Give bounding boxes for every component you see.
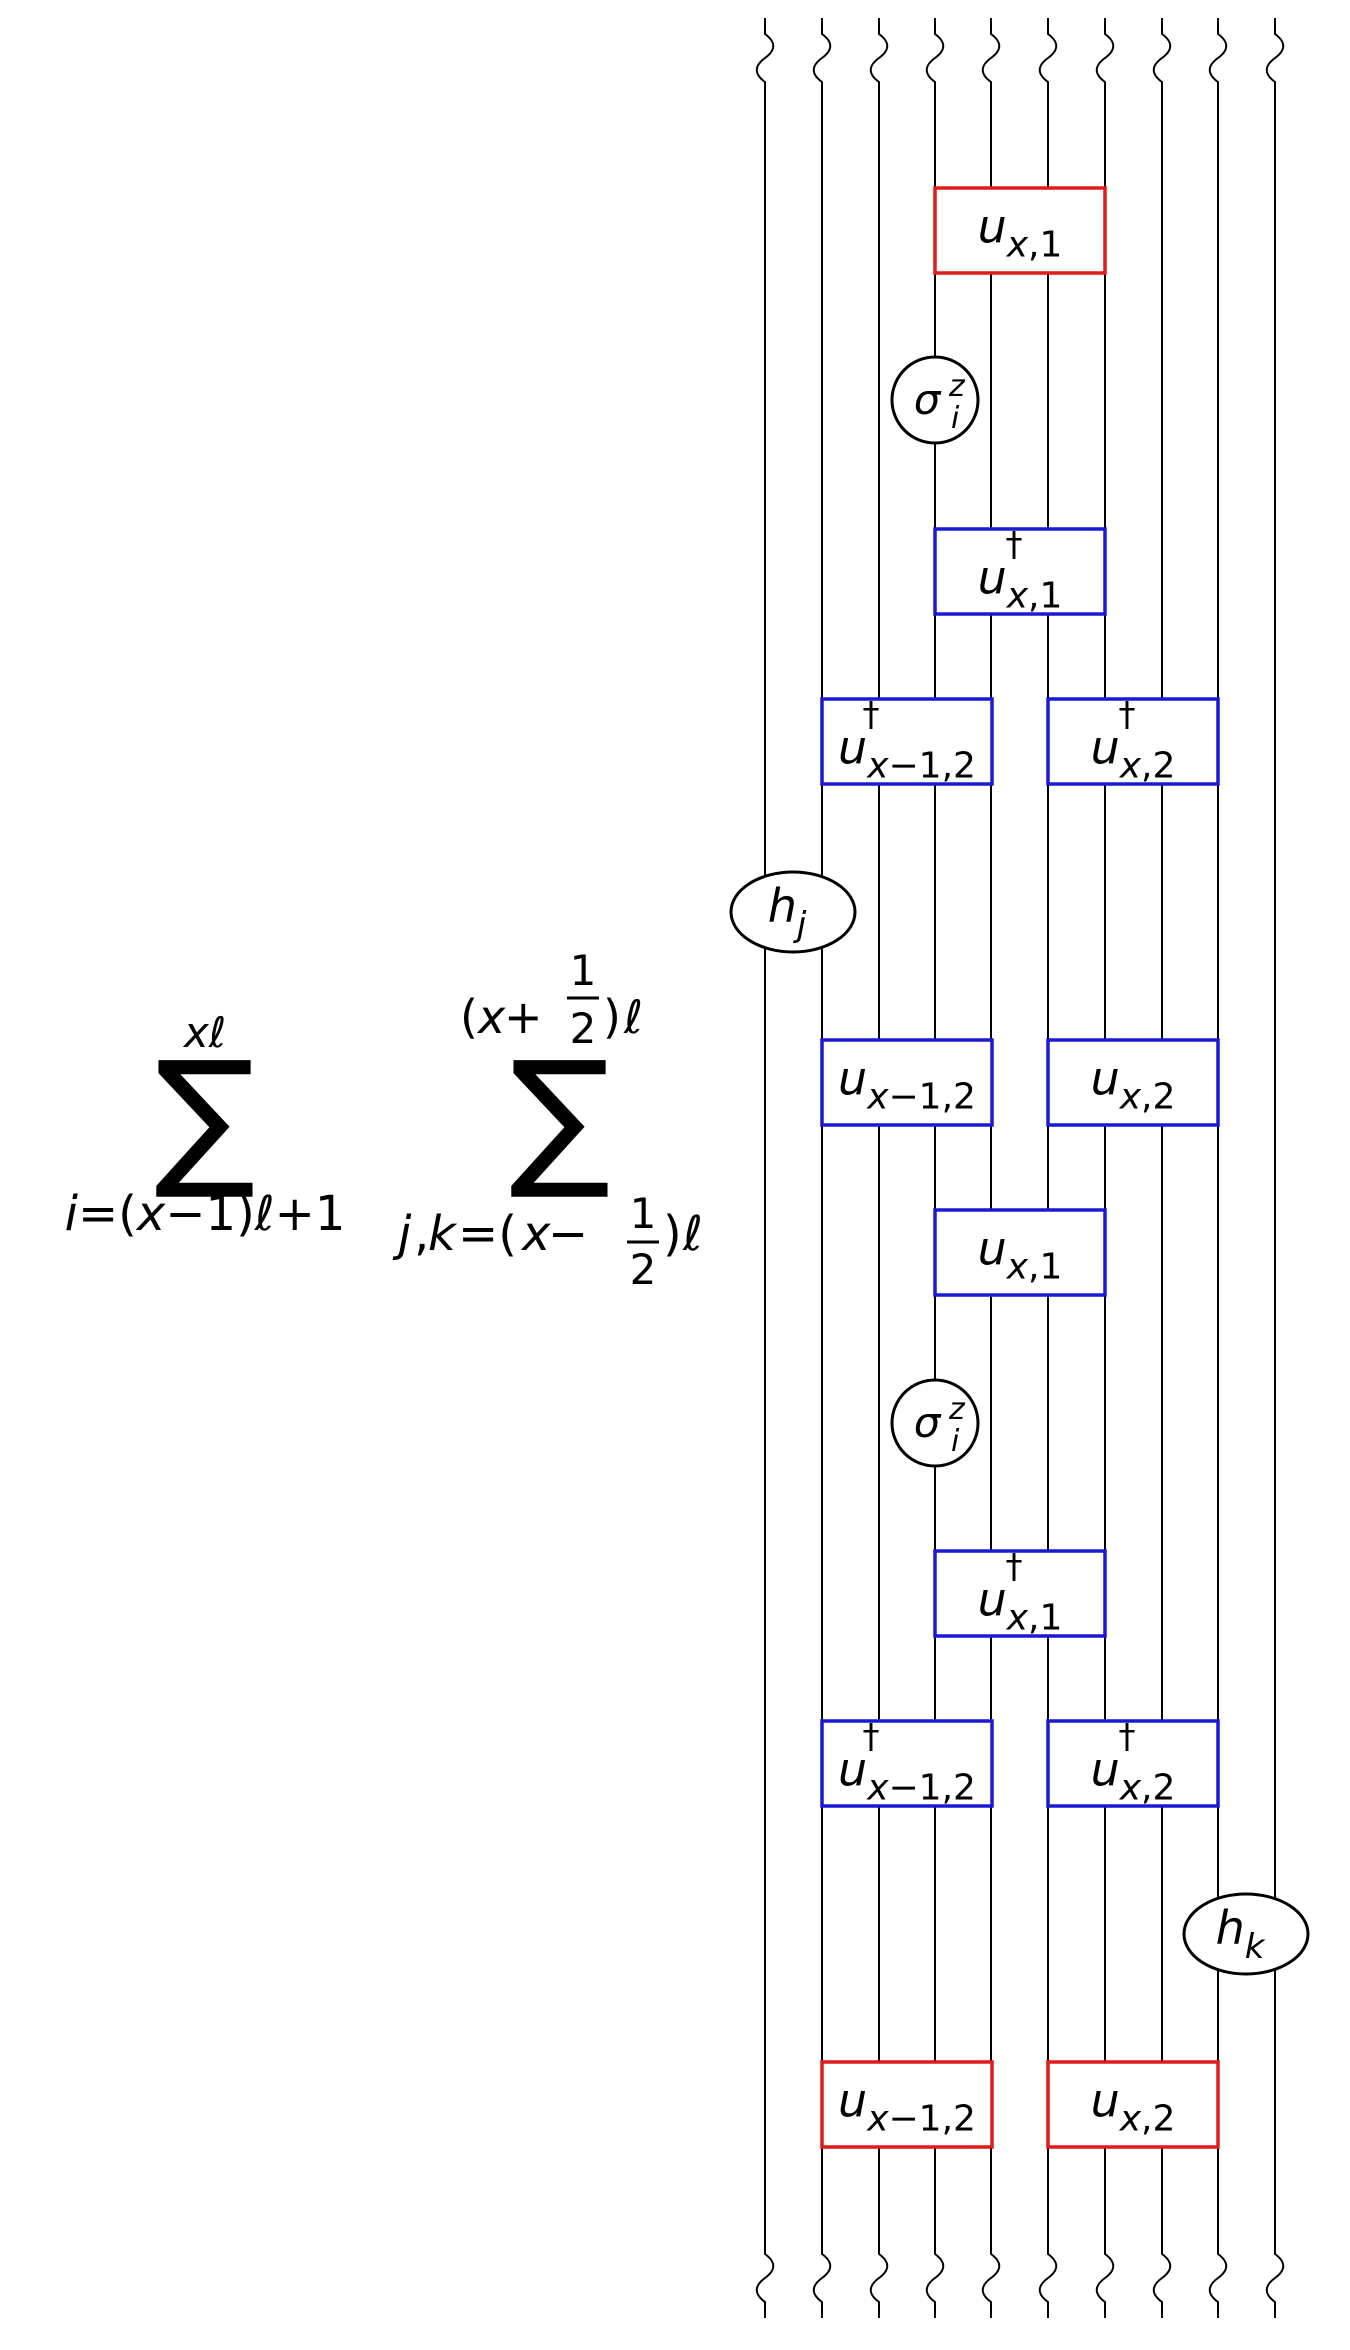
gate-label: ux,1 <box>978 1573 1063 1639</box>
gate-box <box>1046 1719 1220 1808</box>
wire-4 <box>925 18 945 2318</box>
sum-jk-symbol: ∑ <box>509 1030 610 1204</box>
gate-ellipse <box>1182 1892 1310 1976</box>
gate-h-k: hk <box>1182 1892 1310 1976</box>
wire-3 <box>869 18 889 2318</box>
gate-udag-xm1-2: ux−1,2† <box>820 1717 994 1809</box>
gate-sub: i <box>951 401 960 436</box>
gate-udag-xm1-2: ux−1,2† <box>820 695 994 787</box>
gate-ellipse <box>729 870 857 954</box>
gate-udag-x-2: ux,2† <box>1046 1717 1220 1809</box>
dagger-mark: † <box>863 1717 880 1757</box>
gate-u-x-1: ux,1 <box>933 1208 1107 1297</box>
gate-sub: i <box>951 1424 960 1459</box>
gate-box <box>820 697 994 786</box>
gate-label: ux,1 <box>978 200 1063 266</box>
svg-text:2: 2 <box>570 1004 597 1053</box>
wire-5 <box>981 18 1001 2318</box>
gate-label: ux,2 <box>1091 1743 1176 1809</box>
svg-text:): ) <box>663 1206 682 1262</box>
gate-label: hk <box>1216 1901 1266 1967</box>
svg-text:−: − <box>548 1206 588 1262</box>
gate-label: ux,1 <box>978 551 1063 617</box>
gate-label: hj <box>768 879 807 945</box>
svg-text:x: x <box>476 990 506 1044</box>
dagger-mark: † <box>863 695 880 735</box>
sum-i-symbol: ∑ <box>154 1030 255 1204</box>
gate-sup: z <box>948 369 966 404</box>
gate-u-x-1: ux,1 <box>933 186 1107 275</box>
dagger-mark: † <box>1119 695 1136 735</box>
svg-text:j: j <box>392 1206 412 1262</box>
svg-text:k: k <box>428 1206 458 1262</box>
gate-label: ux,2 <box>1091 1052 1176 1118</box>
gate-box <box>820 2060 994 2149</box>
gate-u-x-2: ux,2 <box>1046 1038 1220 1127</box>
gate-ellipse <box>890 1378 980 1468</box>
gate-label: ux,2 <box>1091 721 1176 787</box>
dagger-mark: † <box>1006 525 1023 565</box>
sum-jk-upper: ( x + 1 2 ) ℓ <box>460 946 643 1053</box>
gate-label: ux−1,2 <box>838 1743 976 1809</box>
dagger-mark: † <box>1006 1547 1023 1587</box>
sum-jk-lower: j , k =( x − 1 2 ) ℓ <box>392 1189 703 1294</box>
gate-box <box>933 527 1107 616</box>
svg-text:2: 2 <box>630 1245 657 1294</box>
sum-i-upper: xℓ <box>182 1008 226 1057</box>
wire-10 <box>1265 18 1285 2318</box>
svg-text:ℓ: ℓ <box>682 1206 703 1262</box>
sum-i: xℓ ∑ i=(x−1)ℓ+1 <box>65 1008 346 1242</box>
gate-udag-x-2: ux,2† <box>1046 695 1220 787</box>
gate-box <box>1046 697 1220 786</box>
svg-text:+: + <box>504 990 543 1044</box>
wire-7 <box>1095 18 1115 2318</box>
wire-1 <box>755 18 775 2318</box>
gate-label: ux,1 <box>978 1222 1063 1288</box>
gate-box <box>933 1549 1107 1638</box>
gate-box <box>933 186 1107 275</box>
gate-h-j: hj <box>729 870 857 954</box>
gate-label: ux,2 <box>1091 2074 1176 2140</box>
wire-6 <box>1038 18 1058 2318</box>
gate-box <box>820 1038 994 1127</box>
svg-text:x: x <box>520 1206 551 1262</box>
gate-box <box>1046 2060 1220 2149</box>
gate-u-xm1-2: ux−1,2 <box>820 2060 994 2149</box>
gate-box <box>1046 1038 1220 1127</box>
gate-udag-x-1: ux,1† <box>933 1547 1107 1639</box>
svg-text:=(: =( <box>458 1206 517 1262</box>
gate-u-xm1-2: ux−1,2 <box>820 1038 994 1127</box>
wires <box>755 18 1285 2318</box>
gate-box <box>933 1208 1107 1297</box>
sum-jk: ( x + 1 2 ) ℓ ∑ j , k =( x − 1 2 ) ℓ <box>392 946 703 1294</box>
svg-text:1: 1 <box>570 946 597 995</box>
gate-udag-x-1: ux,1† <box>933 525 1107 617</box>
dagger-mark: † <box>1119 1717 1136 1757</box>
gate-label: ux−1,2 <box>838 2074 976 2140</box>
svg-text:1: 1 <box>630 1189 657 1238</box>
wire-2 <box>812 18 832 2318</box>
gate-label: ux−1,2 <box>838 721 976 787</box>
svg-text:,: , <box>414 1206 429 1262</box>
gate-label: σ <box>914 1398 942 1447</box>
gate-box <box>820 1719 994 1808</box>
wire-8 <box>1152 18 1172 2318</box>
svg-text:): ) <box>603 990 621 1044</box>
gate-sup: z <box>948 1392 966 1427</box>
gate-label: ux−1,2 <box>838 1052 976 1118</box>
gate-label: σ <box>914 375 942 424</box>
gate-u-x-2: ux,2 <box>1046 2060 1220 2149</box>
sum-i-lower: i=(x−1)ℓ+1 <box>65 1186 346 1242</box>
wire-9 <box>1208 18 1228 2318</box>
gate-ellipse <box>890 355 980 445</box>
svg-text:ℓ: ℓ <box>623 990 643 1044</box>
svg-text:(: ( <box>460 990 478 1044</box>
